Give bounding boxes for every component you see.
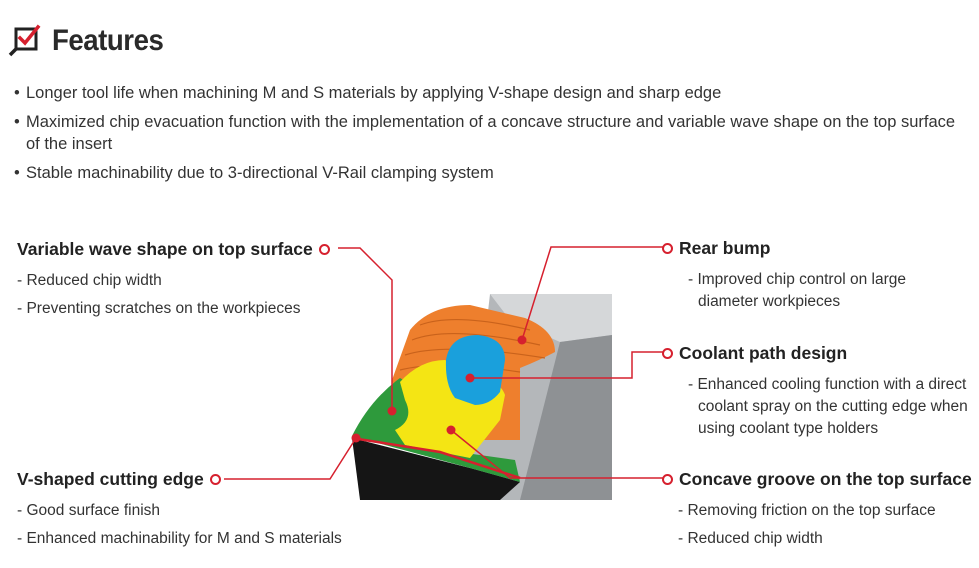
feature-item: Stable machinability due to 3-directiona… xyxy=(14,162,964,184)
callout-item: - Reduced chip width xyxy=(678,530,823,547)
insert-green xyxy=(352,378,520,482)
callout-item: - Removing friction on the top surface xyxy=(678,502,936,519)
marker-v-shaped xyxy=(351,433,361,443)
callout-variable-wave: Variable wave shape on top surface - Red… xyxy=(17,239,330,326)
marker-coolant xyxy=(465,373,475,383)
callout-title: Concave groove on the top surface xyxy=(679,469,972,489)
feature-item: Maximized chip evacuation function with … xyxy=(14,111,964,155)
holder-rail xyxy=(490,294,612,342)
marker-concave xyxy=(446,425,456,435)
dot-icon xyxy=(318,244,330,255)
callout-item: - Enhanced cooling function with a direc… xyxy=(688,376,968,437)
callout-coolant: Coolant path design - Enhanced cooling f… xyxy=(662,343,972,446)
insert-base xyxy=(352,438,520,500)
callout-v-shaped: V-shaped cutting edge - Good surface fin… xyxy=(17,469,342,556)
callout-item: - Enhanced machinability for M and S mat… xyxy=(17,530,342,547)
callout-title: Rear bump xyxy=(679,238,771,258)
callout-item: - Good surface finish xyxy=(17,502,161,519)
leader-variable-wave xyxy=(338,247,393,410)
marker-rear-bump xyxy=(517,335,527,345)
leader-coolant xyxy=(470,351,664,379)
cutting-edge-line xyxy=(351,436,521,480)
dot-icon xyxy=(662,243,673,254)
callout-item: - Preventing scratches on the workpieces xyxy=(17,300,301,317)
dot-icon xyxy=(209,474,221,485)
checklist-magnifier-icon xyxy=(8,24,41,57)
page-header: Features xyxy=(8,24,173,58)
leader-rear-bump xyxy=(521,246,664,341)
dot-icon xyxy=(662,474,673,485)
callout-title: Coolant path design xyxy=(679,343,848,363)
feature-item: Longer tool life when machining M and S … xyxy=(14,82,964,104)
callout-title: V-shaped cutting edge xyxy=(17,469,204,489)
callout-concave: Concave groove on the top surface - Remo… xyxy=(662,469,972,556)
leader-v-shaped xyxy=(224,437,357,480)
callout-item: - Improved chip control on large diamete… xyxy=(688,271,906,310)
page-title: Features xyxy=(52,24,164,57)
callout-item: - Reduced chip width xyxy=(17,272,162,289)
feature-list: Longer tool life when machining M and S … xyxy=(14,82,964,191)
holder-side xyxy=(520,335,612,500)
marker-variable-wave xyxy=(387,406,397,416)
dot-icon xyxy=(662,348,673,359)
callout-rear-bump: Rear bump - Improved chip control on lar… xyxy=(662,238,967,319)
insert-blue xyxy=(445,335,505,405)
leader-concave xyxy=(450,429,664,479)
callout-title: Variable wave shape on top surface xyxy=(17,239,313,259)
